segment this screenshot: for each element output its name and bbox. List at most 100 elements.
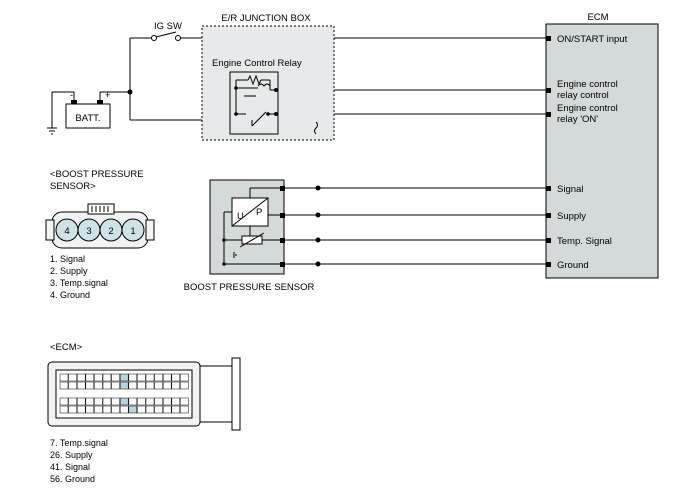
legend-item: 2. Supply <box>50 266 88 276</box>
ecm-connector-cell <box>145 397 155 406</box>
ecm-pin-label: relay 'ON' <box>557 114 598 125</box>
ecm-pin-relay-on <box>546 112 551 117</box>
ecm-pin-ground <box>546 262 551 267</box>
battery-plus: + <box>105 90 110 100</box>
ecm-connector-cell <box>102 405 112 414</box>
pin-number: 2 <box>108 226 113 237</box>
ecm-pin-label: Engine control <box>557 103 618 114</box>
boost-sensor-block: U P BOOST PRESSURE SENSOR <box>184 179 315 293</box>
ecm-pin-label: Temp. Signal <box>557 236 612 247</box>
battery: BATT. - + <box>65 90 111 129</box>
ecm-pin-on-start <box>546 36 551 41</box>
ecm-pin-label: Engine control <box>557 79 618 90</box>
ecm-connector-cell <box>94 397 103 406</box>
legend-item: 4. Ground <box>50 290 90 300</box>
ecm-connector-cell <box>119 405 129 414</box>
ecm-pin-signal <box>546 186 551 191</box>
ecm-connector-cell <box>76 373 86 382</box>
ecm-connector-cell <box>119 397 129 406</box>
ecm-connector-cell <box>128 397 138 406</box>
ecm-title: ECM <box>587 12 608 23</box>
ecm-pin-relay-control <box>546 88 551 93</box>
ecm-connector-cell <box>162 397 172 406</box>
sensor-wires <box>285 187 546 265</box>
ecm-pin-label: Signal <box>557 184 583 195</box>
power-nodes <box>127 35 215 123</box>
ecm-connector-cell <box>85 381 95 390</box>
ecm-connector-cell <box>68 405 77 414</box>
ecm-connector-cell <box>154 381 163 390</box>
ecm-connector-cell <box>94 373 103 382</box>
ecm-connector-cell <box>76 397 86 406</box>
sensor-connector-title: <BOOST PRESSURE <box>50 169 144 180</box>
ecm-connector-cell <box>68 397 77 406</box>
ecm-connector-cell <box>137 397 146 406</box>
ecm-pin-label: Ground <box>557 260 589 271</box>
ecm-pin-grid <box>59 373 189 414</box>
ecm-connector-cell <box>171 381 181 390</box>
ecm-connector-cell <box>154 397 163 406</box>
ecm-connector-cell <box>76 405 86 414</box>
legend-item: 7. Temp.signal <box>50 438 108 448</box>
ecm-connector-cell <box>171 405 181 414</box>
ig-switch-contact <box>175 35 181 41</box>
ecm-connector-cell <box>111 373 120 382</box>
battery-minus: - <box>70 90 73 100</box>
ecm-pin-supply <box>546 213 551 218</box>
sensor-connector-pin <box>121 218 145 242</box>
ecm-connector-cell <box>94 381 103 390</box>
ecm-connector-cell <box>85 397 95 406</box>
sensor-box <box>209 179 285 275</box>
ecm-pin-label: ON/START input <box>557 34 628 45</box>
ecm-connector-cell <box>68 381 77 390</box>
ecm-connector-title: <ECM> <box>50 342 83 353</box>
ecm-connector-cell <box>111 381 120 390</box>
ecm-connector-cell <box>59 397 69 406</box>
sensor-label: BOOST PRESSURE SENSOR <box>184 282 315 293</box>
ecm-block: ECM ON/START input Engine control relay … <box>545 12 659 279</box>
ecm-connector-cell <box>119 373 129 382</box>
ecm-box <box>545 23 659 279</box>
wire-nodes <box>315 185 321 267</box>
ecm-connector-cell <box>162 381 172 390</box>
ecm-connector: <ECM> 7. Temp.signal 26. Supply 41. Sign… <box>47 342 241 484</box>
ecm-connector-cell <box>162 373 172 382</box>
ecm-connector-cell <box>119 381 129 390</box>
ecm-connector-cell <box>68 373 77 382</box>
legend-item: 56. Ground <box>50 474 95 484</box>
ecm-connector-cell <box>137 405 146 414</box>
ecm-connector-cell <box>59 381 69 390</box>
ecm-connector-cell <box>180 397 189 406</box>
ecm-connector-cell <box>162 405 172 414</box>
legend-item: 1. Signal <box>50 254 85 264</box>
ecm-connector-cell <box>180 373 189 382</box>
ecm-connector-cell <box>102 373 112 382</box>
ecm-connector-cell <box>154 405 163 414</box>
ecm-connector-cell <box>128 405 138 414</box>
ecm-connector-cell <box>137 381 146 390</box>
legend-item: 41. Signal <box>50 462 90 472</box>
ecm-pin-label: relay control <box>557 90 609 101</box>
junction-box-title: E/R JUNCTION BOX <box>221 13 311 24</box>
ecm-connector-cell <box>137 373 146 382</box>
transducer-p: P <box>256 207 262 218</box>
ecm-connector-cell <box>145 405 155 414</box>
ecm-connector-cell <box>180 381 189 390</box>
ecm-connector-cell <box>102 381 112 390</box>
battery-label: BATT. <box>75 113 100 124</box>
ecm-connector-cell <box>111 405 120 414</box>
ecm-connector-cell <box>85 373 95 382</box>
ig-switch-label: IG SW <box>154 21 182 32</box>
ecm-connector-cell <box>145 373 155 382</box>
junction-box: E/R JUNCTION BOX Engine Control Relay <box>201 13 335 141</box>
ecm-connector-cell <box>111 397 120 406</box>
ecm-connector-cell <box>154 373 163 382</box>
ecm-connector-cell <box>85 405 95 414</box>
pin-number: 4 <box>64 226 69 237</box>
pin-number: 1 <box>130 226 135 237</box>
ecm-connector-cell <box>145 381 155 390</box>
sensor-connector: <BOOST PRESSURE SENSOR> 4 3 2 1 1. Signa… <box>45 169 155 300</box>
relay-label: Engine Control Relay <box>212 58 302 69</box>
